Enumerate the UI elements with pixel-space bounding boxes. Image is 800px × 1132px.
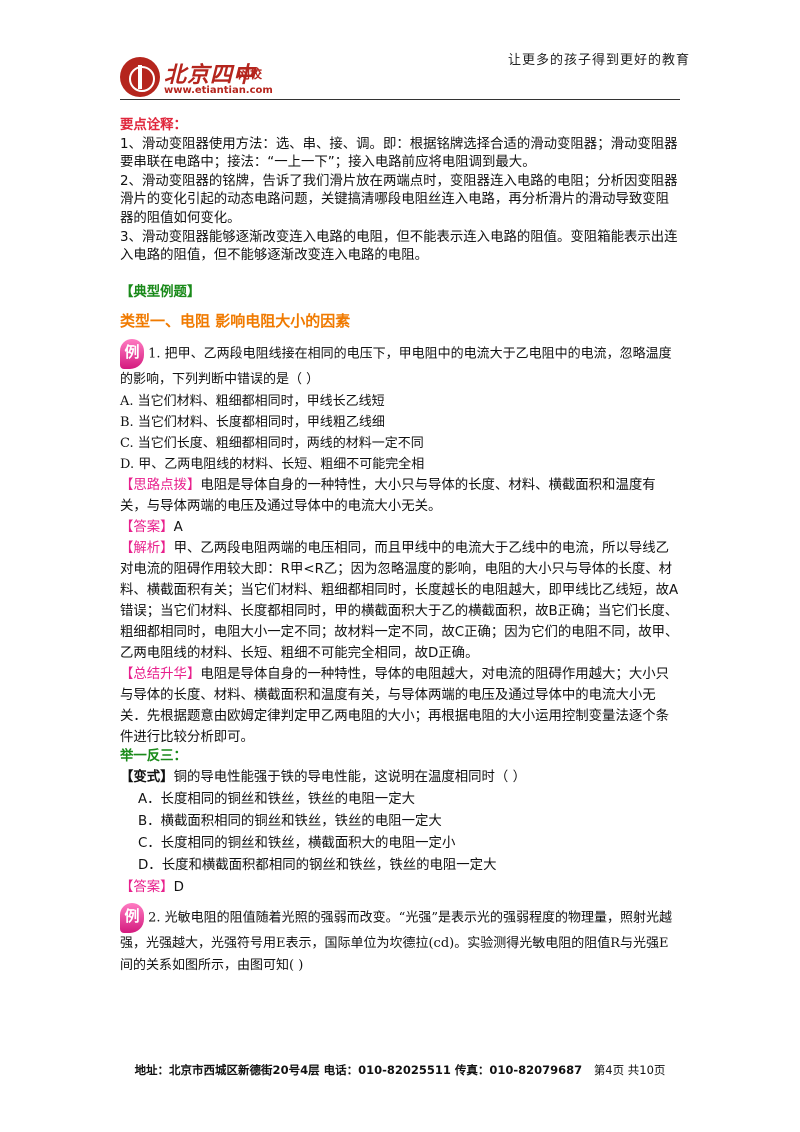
logo-emblem-icon	[120, 57, 160, 97]
q1-analysis: 甲、乙两段电阻两端的电压相同，而且甲线中的电流大于乙线中的电流，所以导线乙对电流…	[120, 540, 679, 661]
q2-stem: 2. 光敏电阻的阻值随着光照的强弱而改变。“光强”是表示光的强弱程度的物理量，照…	[120, 910, 672, 973]
q1-option-b: B. 当它们材料、长度都相同时，甲线粗乙线细	[120, 414, 385, 430]
document-body: 要点诠释： 1、滑动变阻器使用方法：选、串、接、调。即：根据铭牌选择合适的滑动变…	[120, 117, 680, 977]
variant-option-c: C．长度相同的铜丝和铁丝，横截面积大的电阻一定小	[138, 835, 456, 851]
q1-summary: 电阻是导体自身的一种特性，导体的电阻越大，对电流的阻碍作用越大；大小只与导体的长…	[120, 666, 670, 745]
variant-option-b: B．横截面积相同的铜丝和铁丝，铁丝的电阻一定大	[138, 813, 442, 829]
q1-answer: A	[173, 519, 183, 535]
q1-hint: 电阻是导体自身的一种特性，大小只与导体的长度、材料、横截面积和温度有关，与导体两…	[120, 477, 656, 514]
page-footer: 地址：北京市西城区新德街20号4层 电话：010-82025511 传真：010…	[0, 1062, 800, 1078]
q1-analysis-label: 【解析】	[120, 540, 174, 556]
variant-answer-label: 【答案】	[120, 879, 174, 895]
key-point-2: 2、滑动变阻器的铭牌，告诉了我们滑片放在两端点时，变阻器连入电路的电阻；分析因变…	[120, 173, 678, 226]
variant-option-a: A．长度相同的铜丝和铁丝，铁丝的电阻一定大	[138, 791, 415, 807]
footer-address: 地址：北京市西城区新德街20号4层 电话：010-82025511 传真：010…	[134, 1063, 583, 1077]
key-point-3: 3、滑动变阻器能够逐渐改变连入电路的电阻，但不能表示连入电路的阻值。变阻箱能表示…	[120, 229, 678, 264]
key-point-1: 1、滑动变阻器使用方法：选、串、接、调。即：根据铭牌选择合适的滑动变阻器；滑动变…	[120, 136, 678, 171]
variant-option-d: D．长度和横截面积都相同的钢丝和铁丝，铁丝的电阻一定大	[138, 857, 497, 873]
site-logo: 北京四中 网校 www.etiantian.com	[120, 57, 300, 103]
footer-page-number: 第4页 共10页	[593, 1063, 666, 1077]
drill-title: 举一反三：	[120, 748, 187, 764]
logo-text: 北京四中	[164, 62, 257, 88]
variant-label: 【变式】	[120, 769, 174, 785]
example-badge-icon: 例	[120, 338, 144, 369]
logo-url: www.etiantian.com	[164, 85, 273, 96]
variant-stem: 铜的导电性能强于铁的导电性能，这说明在温度相同时（ ）	[173, 769, 526, 785]
q1-summary-label: 【总结升华】	[120, 666, 201, 682]
q1-option-a: A. 当它们材料、粗细都相同时，甲线长乙线短	[120, 393, 385, 409]
example-badge-icon-2: 例	[120, 902, 144, 933]
key-points-title: 要点诠释：	[120, 118, 187, 133]
q1-stem: 1. 把甲、乙两段电阻线接在相同的电压下，甲电阻中的电流大于乙电阻中的电流，忽略…	[120, 346, 672, 387]
header-divider	[120, 99, 680, 100]
logo-sub: 网校	[238, 67, 263, 81]
q1-answer-label: 【答案】	[120, 519, 174, 535]
variant-answer: D	[173, 879, 184, 895]
header-slogan: 让更多的孩子得到更好的教育	[507, 53, 690, 68]
examples-heading: 【典型例题】	[120, 284, 201, 300]
q1-option-d: D. 甲、乙两电阻线的材料、长短、粗细不可能完全相	[120, 456, 425, 472]
q1-hint-label: 【思路点拨】	[120, 477, 201, 493]
type1-heading: 类型一、电阻 影响电阻大小的因素	[120, 312, 351, 331]
q1-option-c: C. 当它们长度、粗细都相同时，两线的材料一定不同	[120, 435, 424, 451]
